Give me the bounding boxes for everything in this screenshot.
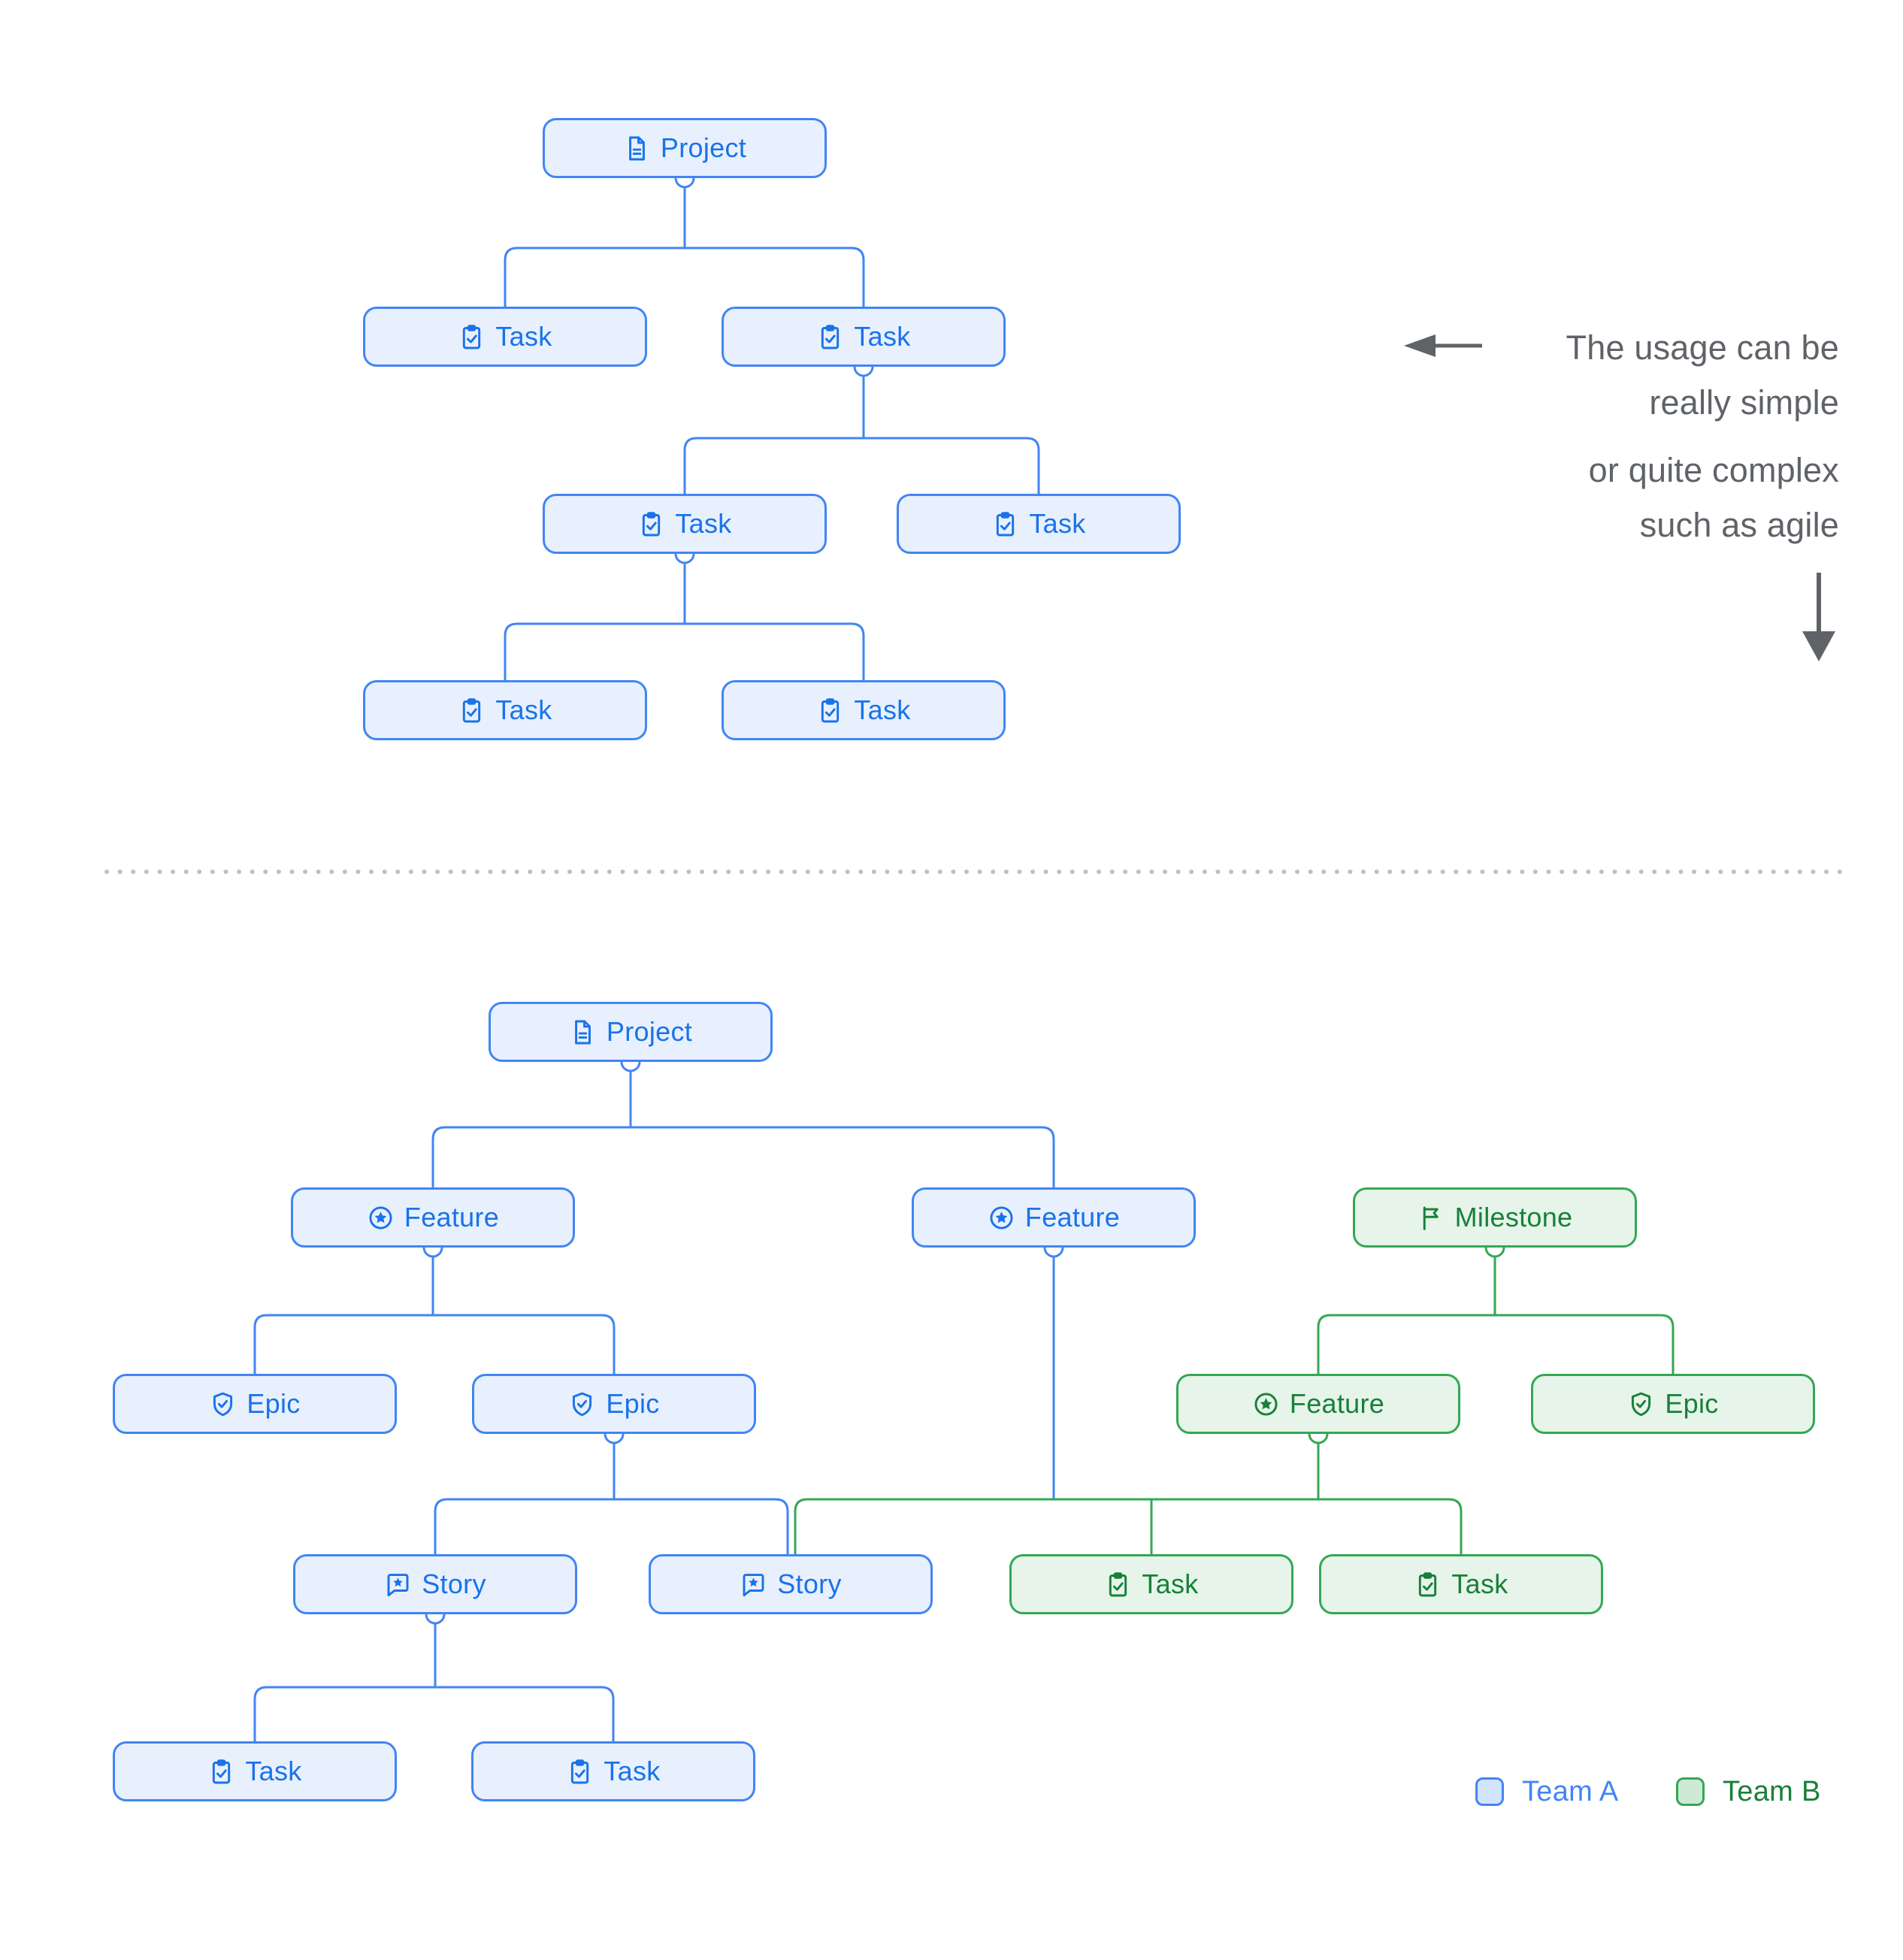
node-label: Story	[777, 1568, 842, 1599]
node-story-1: Story	[293, 1554, 577, 1614]
annotation-simple: The usage can be really simple	[1566, 320, 1839, 430]
story-icon	[384, 1571, 412, 1599]
annotation-line: really simple	[1649, 383, 1839, 422]
feature-icon	[988, 1204, 1015, 1232]
epic-icon	[568, 1390, 596, 1418]
node-label: Project	[606, 1016, 693, 1047]
node-feature-2: Feature	[912, 1187, 1196, 1248]
node-milestone-1: Milestone	[1353, 1187, 1637, 1248]
node-label: Feature	[1024, 1202, 1121, 1233]
team-a-connectors	[253, 177, 1055, 1743]
node-label: Task	[854, 321, 911, 352]
node-label: Task	[854, 694, 911, 725]
team-b-connectors	[794, 1246, 1675, 1556]
annotation-line: The usage can be	[1566, 328, 1839, 367]
node-task-5: Task	[363, 680, 647, 740]
node-label: Task	[1142, 1568, 1199, 1599]
task-icon	[1104, 1571, 1132, 1599]
task-icon	[458, 697, 486, 724]
node-task-7: Task	[113, 1741, 397, 1801]
annotation-line: or quite complex	[1588, 451, 1839, 489]
project-icon	[623, 135, 651, 162]
node-task-4: Task	[897, 494, 1181, 554]
node-label: Task	[495, 694, 552, 725]
node-feature-3: Feature	[1176, 1374, 1460, 1434]
left-arrow	[1404, 334, 1482, 357]
node-project-2: Project	[489, 1002, 773, 1062]
milestone-icon	[1417, 1204, 1445, 1232]
node-task-2: Task	[722, 307, 1006, 367]
task-icon	[991, 510, 1019, 538]
annotation-complex: or quite complex such as agile	[1589, 443, 1839, 552]
node-epic-2: Epic	[472, 1374, 756, 1434]
task-icon	[566, 1758, 594, 1786]
node-label: Feature	[404, 1202, 500, 1233]
team-b-swatch	[1676, 1777, 1705, 1806]
node-label: Task	[495, 321, 552, 352]
story-icon	[740, 1571, 767, 1599]
feature-icon	[1252, 1390, 1280, 1418]
team-a-label: Team A	[1522, 1775, 1619, 1807]
node-task-3: Task	[543, 494, 827, 554]
node-label: Milestone	[1454, 1202, 1573, 1233]
node-label: Task	[675, 508, 732, 539]
node-label: Task	[1029, 508, 1086, 539]
node-label: Task	[245, 1756, 302, 1786]
node-label: Epic	[606, 1388, 660, 1419]
node-task-6: Task	[722, 680, 1006, 740]
node-label: Epic	[1665, 1388, 1719, 1419]
team-b-label: Team B	[1723, 1775, 1821, 1807]
node-label: Epic	[247, 1388, 301, 1419]
node-label: Feature	[1289, 1388, 1385, 1419]
task-icon	[637, 510, 665, 538]
epic-icon	[209, 1390, 237, 1418]
node-task-8: Task	[471, 1741, 755, 1801]
node-epic-1: Epic	[113, 1374, 397, 1434]
node-project-1: Project	[543, 118, 827, 178]
task-icon	[816, 323, 844, 351]
task-icon	[458, 323, 486, 351]
node-task-b1: Task	[1009, 1554, 1293, 1614]
node-task-1: Task	[363, 307, 647, 367]
node-label: Task	[1451, 1568, 1508, 1599]
feature-icon	[367, 1204, 395, 1232]
node-epic-3: Epic	[1531, 1374, 1815, 1434]
node-task-b2: Task	[1319, 1554, 1603, 1614]
node-label: Project	[660, 132, 747, 163]
node-story-2: Story	[649, 1554, 933, 1614]
node-label: Story	[422, 1568, 486, 1599]
team-a-swatch	[1475, 1777, 1504, 1806]
node-label: Task	[604, 1756, 661, 1786]
annotation-line: such as agile	[1639, 506, 1839, 544]
epic-icon	[1627, 1390, 1655, 1418]
down-arrow	[1802, 573, 1835, 661]
project-icon	[569, 1018, 597, 1046]
task-icon	[207, 1758, 235, 1786]
node-feature-1: Feature	[291, 1187, 575, 1248]
task-icon	[1414, 1571, 1442, 1599]
legend-team-b: Team B	[1676, 1775, 1821, 1808]
legend-team-a: Team A	[1475, 1775, 1619, 1808]
task-icon	[816, 697, 844, 724]
